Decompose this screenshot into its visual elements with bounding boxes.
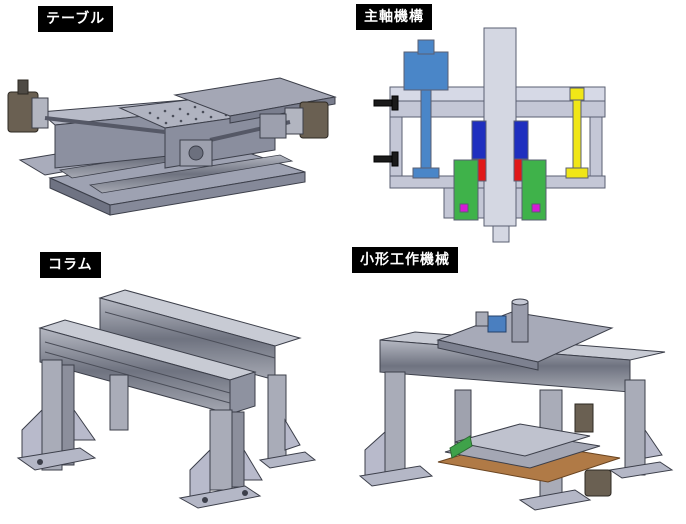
panel-label-small-machine-tool: 小形工作機械 bbox=[352, 247, 458, 273]
panel-label-table: テーブル bbox=[38, 6, 114, 32]
column-drawing bbox=[16, 289, 317, 509]
panel-label-column: コラム bbox=[40, 252, 101, 278]
panel-label-spindle: 主軸機構 bbox=[356, 4, 432, 30]
table-drawing bbox=[7, 77, 337, 216]
small-machine-tool-drawing bbox=[358, 298, 674, 511]
spindle-drawing bbox=[373, 27, 606, 243]
